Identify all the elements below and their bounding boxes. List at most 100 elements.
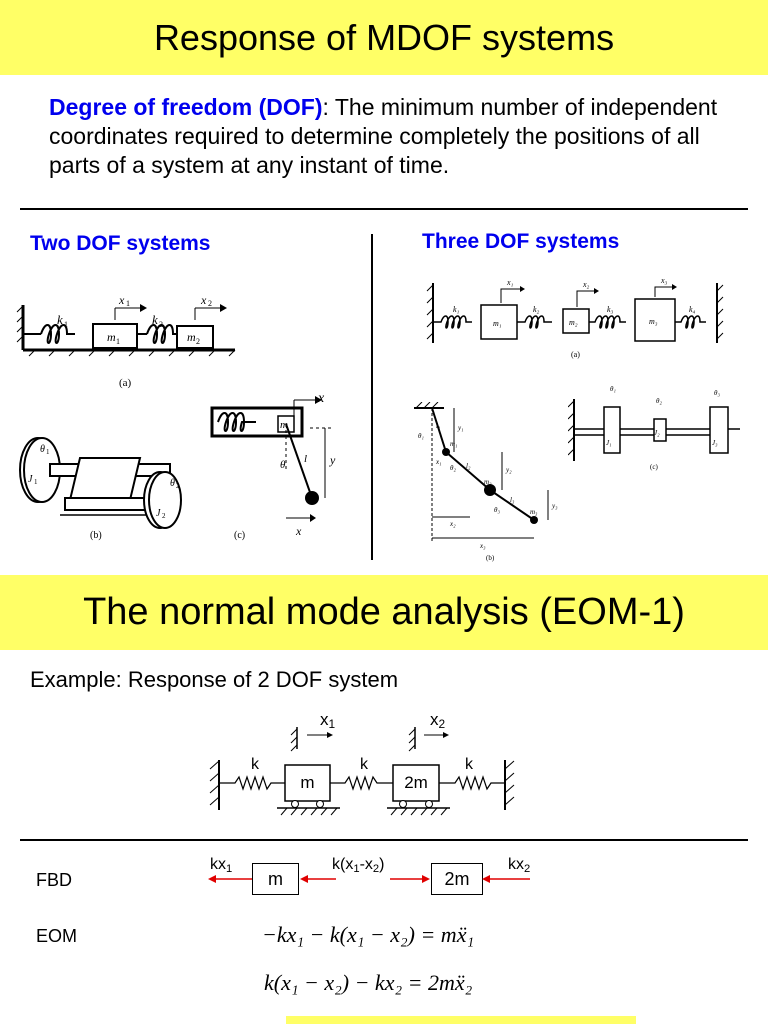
two-dof-fig-c-label: (c) [234, 530, 245, 541]
svg-text:k: k [152, 312, 158, 327]
three-dof-heading: Three DOF systems [422, 230, 620, 253]
two-dof-heading: Two DOF systems [30, 232, 211, 255]
slide2-title: The normal mode analysis (EOM-1) [83, 591, 685, 633]
svg-text:θ: θ [40, 444, 45, 455]
svg-text:l₃: l₃ [510, 496, 515, 504]
svg-text:1: 1 [126, 299, 130, 308]
svg-text:k₃: k₃ [607, 305, 614, 314]
three-dof-fig-c-label: (c) [650, 463, 658, 471]
slide1-title-banner: Response of MDOF systems [0, 0, 768, 75]
mass-2m-label: 2m [404, 773, 428, 792]
slide1-title: Response of MDOF systems [153, 17, 615, 58]
three-dof-fig-a-label: (a) [571, 350, 580, 359]
svg-text:2: 2 [162, 512, 166, 520]
svg-text:l₁: l₁ [436, 422, 440, 430]
svg-text:m₁: m₁ [450, 440, 458, 448]
svg-text:θ₁: θ₁ [610, 385, 616, 393]
eom-label: EOM [36, 926, 78, 946]
dof-term: Degree of freedom (DOF) [49, 94, 323, 120]
svg-text:m: m [107, 330, 116, 344]
svg-text:m₂: m₂ [569, 318, 578, 327]
svg-text:l: l [304, 453, 307, 465]
svg-text:m: m [280, 419, 288, 431]
divider-bottom [20, 839, 748, 841]
three-dof-fig-b-label: (b) [486, 554, 495, 562]
fbd-kx1-x2: k(x1-x2) [332, 856, 385, 875]
svg-text:y₁: y₁ [457, 424, 464, 432]
svg-text:x₃: x₃ [660, 277, 668, 285]
svg-text:θ₂: θ₂ [450, 464, 456, 472]
svg-text:J₂: J₂ [654, 429, 660, 437]
svg-text:m₃: m₃ [649, 317, 658, 326]
three-dof-torsional-figure: θ₁ θ₂ θ₃ J₁ J₂ J₃ (c) [568, 385, 740, 471]
svg-text:y₂: y₂ [505, 466, 512, 474]
dof-text: : The minimum number of independent coor… [49, 94, 718, 178]
svg-text:2: 2 [208, 299, 212, 308]
svg-text:θ: θ [170, 478, 175, 489]
fbd-mass-m: m [252, 863, 299, 895]
bottom-highlight-bar [286, 1016, 636, 1024]
fbd-label: FBD [36, 870, 72, 890]
k-mid-label: k [360, 756, 368, 773]
two-dof-fig-a-label: (a) [119, 377, 132, 389]
svg-text:θ₂: θ₂ [656, 397, 662, 405]
svg-text:k₂: k₂ [533, 305, 540, 314]
eom-equation-1: −kx₁ − k(x₁ − x₂) = mẍ₁ [262, 922, 475, 947]
svg-text:x: x [295, 524, 302, 538]
two-dof-pendulum-figure: m x θ l y x (c) [210, 391, 336, 541]
svg-text:θ₃: θ₃ [494, 506, 500, 514]
svg-text:m₁: m₁ [493, 319, 502, 328]
mass-m-label: m [300, 773, 315, 792]
svg-text:m: m [187, 330, 196, 344]
svg-text:1: 1 [64, 320, 68, 329]
svg-text:x₂: x₂ [449, 520, 456, 528]
svg-text:y₃: y₃ [551, 502, 558, 510]
svg-text:y: y [329, 453, 336, 467]
divider-top [20, 208, 748, 210]
svg-text:2: 2 [159, 320, 163, 329]
svg-text:x: x [317, 391, 325, 406]
dof-definition: Degree of freedom (DOF): The minimum num… [49, 93, 749, 180]
svg-text:x: x [200, 293, 207, 307]
two-dof-fig-b-label: (b) [90, 530, 102, 541]
x2-label: x2 [430, 710, 446, 731]
svg-text:θ₃: θ₃ [714, 389, 720, 397]
svg-text:J: J [28, 474, 33, 485]
svg-text:l₂: l₂ [466, 462, 471, 470]
divider-vertical [371, 234, 373, 560]
example-text: Example: Response of 2 DOF system [30, 667, 399, 692]
svg-text:m₃: m₃ [530, 508, 538, 516]
x1-label: x1 [320, 710, 336, 731]
svg-text:J₁: J₁ [606, 439, 612, 447]
k-left-label: k [251, 756, 259, 773]
two-mass-spring-diagram [209, 727, 515, 816]
svg-text:θ: θ [280, 459, 286, 471]
svg-text:θ₁: θ₁ [418, 432, 424, 440]
svg-text:1: 1 [116, 337, 120, 346]
k-right-label: k [465, 756, 473, 773]
svg-text:1: 1 [34, 478, 38, 486]
three-dof-pendulum-figure: l₁ θ₁ m₁ y₁ θ₂ l₂ m₂ y₂ θ₃ l₃ m₃ y₃ x₁ x₂ x₃ (b) [414, 402, 558, 562]
svg-text:x: x [118, 293, 125, 307]
svg-text:x₃: x₃ [479, 542, 486, 550]
svg-text:x₂: x₂ [582, 280, 590, 289]
fbd-force-arrows [208, 875, 530, 883]
svg-text:2: 2 [176, 482, 180, 490]
svg-text:k: k [57, 312, 63, 327]
svg-text:x₁: x₁ [506, 278, 514, 287]
svg-text:1: 1 [46, 448, 50, 456]
svg-text:J: J [156, 508, 161, 519]
svg-text:x₁: x₁ [435, 458, 442, 466]
svg-text:J₃: J₃ [712, 439, 718, 447]
three-dof-spring-mass-figure: k₁ k₂ k₃ k₄ m₁ m₂ m₃ x₁ x₂ x₃ (a) [426, 277, 724, 359]
eom-equation-2: k(x₁ − x₂) − kx₂ = 2mẍ₂ [264, 970, 473, 995]
slide2-title-banner: The normal mode analysis (EOM-1) [0, 575, 768, 650]
svg-text:m₂: m₂ [484, 478, 492, 486]
fbd-kx2: kx2 [508, 856, 531, 875]
svg-text:k₄: k₄ [689, 305, 696, 314]
svg-text:k₁: k₁ [453, 305, 460, 314]
svg-text:2: 2 [196, 337, 200, 346]
fbd-kx1: kx1 [210, 856, 233, 875]
